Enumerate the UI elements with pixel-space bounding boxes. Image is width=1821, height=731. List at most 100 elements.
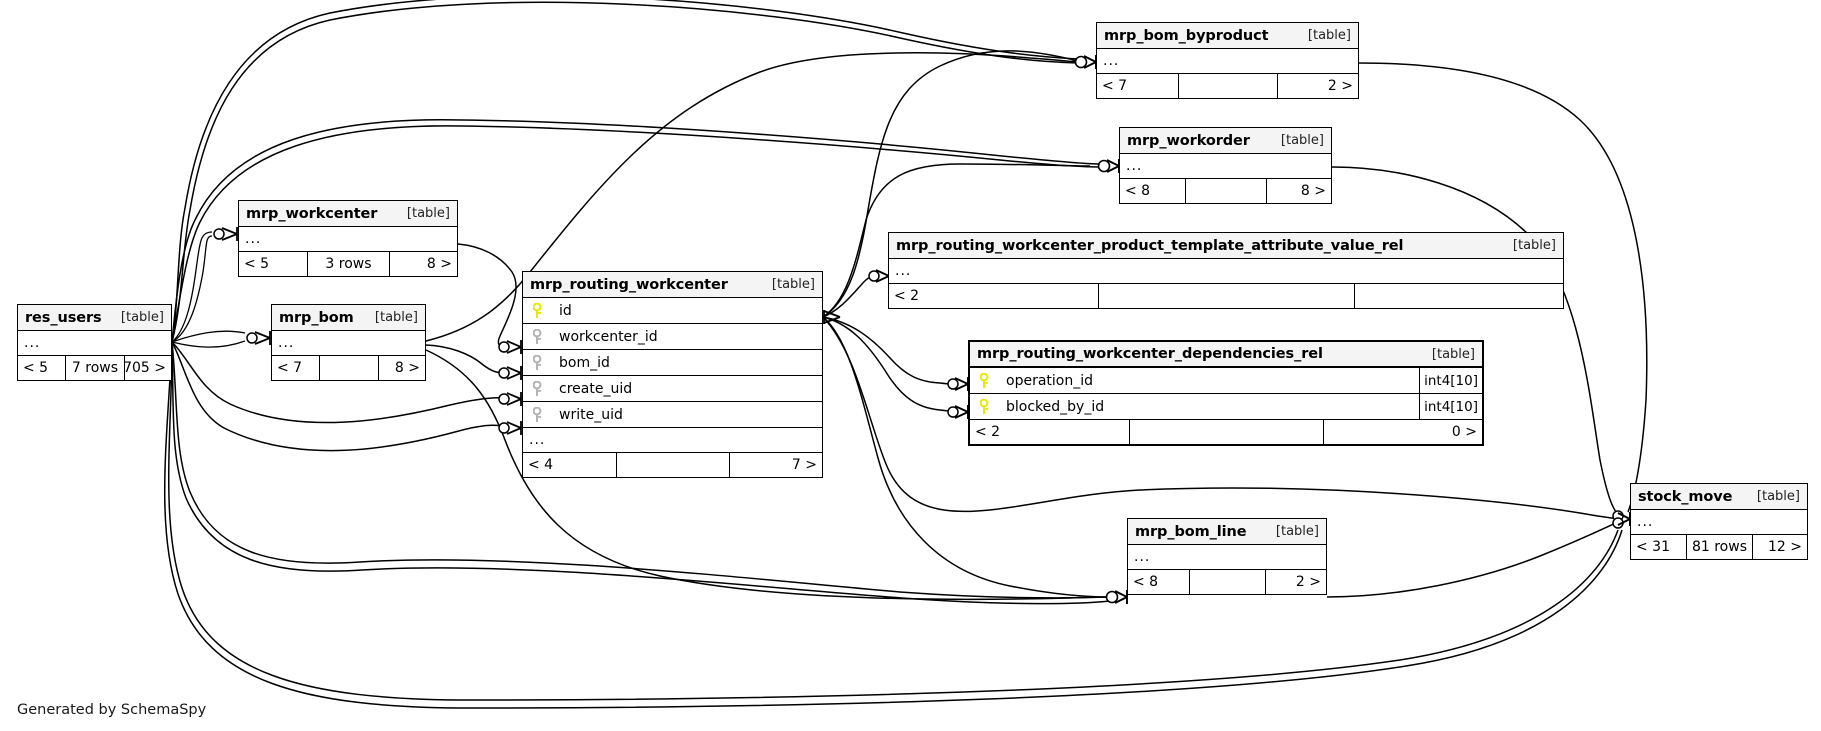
footer-right[interactable]: 8 > (1265, 179, 1331, 203)
more-columns-ellipsis: ... (889, 259, 1563, 284)
table-header: stock_move [table] (1631, 484, 1807, 510)
table-column-row[interactable]: bom_id (523, 350, 822, 376)
footer-right[interactable] (1354, 284, 1563, 308)
more-columns-ellipsis: ... (18, 331, 171, 356)
footer-left[interactable]: < 7 (1102, 78, 1128, 94)
footer-middle (1185, 179, 1265, 203)
footer-right[interactable]: 8 > (389, 252, 457, 276)
primary-key-icon (970, 398, 1000, 415)
table-column-row[interactable]: create_uid (523, 376, 822, 402)
column-name: blocked_by_id (1006, 398, 1105, 415)
footer-middle (1177, 74, 1277, 98)
more-columns-ellipsis: ... (1097, 49, 1358, 74)
footer-right[interactable]: 0 > (1323, 420, 1482, 444)
more-columns-ellipsis: ... (1631, 510, 1807, 535)
more-columns-ellipsis: ... (272, 331, 425, 356)
table-column-row[interactable]: operation_id int4[10] (970, 368, 1482, 394)
footer-right[interactable]: 2 > (1264, 570, 1326, 594)
column-name: create_uid (559, 380, 633, 397)
table-header: mrp_routing_workcenter_dependencies_rel[… (970, 342, 1482, 368)
column-name: workcenter_id (559, 328, 658, 345)
footer-right[interactable]: 705 > (123, 356, 171, 380)
footer-left[interactable]: < 31 (1636, 539, 1670, 555)
column-name: operation_id (1006, 372, 1093, 389)
table-type-tag: [table] (1275, 524, 1319, 539)
foreign-key-icon (523, 406, 553, 423)
foreign-key-icon (523, 354, 553, 371)
more-columns-ellipsis: ... (523, 428, 822, 453)
table-footer: < 2 (889, 284, 1563, 308)
table-header: mrp_workorder [table] (1120, 128, 1331, 154)
column-type: int4[10] (1419, 368, 1482, 393)
table-name: mrp_routing_workcenter (530, 276, 728, 293)
table-name: mrp_workorder (1127, 132, 1250, 149)
table-column-row[interactable]: write_uid (523, 402, 822, 428)
column-name: id (559, 302, 572, 319)
footer-left[interactable]: < 5 (244, 256, 270, 272)
table-type-tag: [table] (1280, 133, 1324, 148)
table-column-row[interactable]: workcenter_id (523, 324, 822, 350)
table-node-mrp_bom[interactable]: mrp_bom [table]... < 7 8 > (271, 304, 426, 381)
table-type-tag: [table] (374, 310, 418, 325)
table-column-row[interactable]: id (523, 298, 822, 324)
table-type-tag: [table] (1431, 346, 1475, 362)
table-header: mrp_bom [table] (272, 305, 425, 331)
credit-label: Generated by SchemaSpy (17, 702, 207, 718)
table-footer: < 8 2 > (1128, 570, 1326, 594)
table-name: stock_move (1638, 488, 1733, 505)
more-columns-ellipsis: ... (239, 227, 457, 252)
table-header: mrp_routing_workcenter_product_template_… (889, 233, 1563, 259)
primary-key-icon (523, 302, 553, 319)
footer-middle (1097, 284, 1354, 308)
column-name: bom_id (559, 354, 610, 371)
table-node-mrp_bom_byproduct[interactable]: mrp_bom_byproduct [table]... < 7 2 > (1096, 22, 1359, 99)
table-node-mrp_routing_workcenter[interactable]: mrp_routing_workcenter [table] id workcente… (522, 271, 823, 478)
more-columns-ellipsis: ... (1128, 545, 1326, 570)
column-name: write_uid (559, 406, 623, 423)
table-type-tag: [table] (120, 310, 164, 325)
table-name: mrp_routing_workcenter_product_template_… (896, 237, 1404, 254)
footer-left[interactable]: < 7 (277, 360, 303, 376)
footer-left[interactable]: < 4 (528, 457, 554, 473)
footer-left[interactable]: < 5 (23, 360, 49, 376)
primary-key-icon (970, 372, 1000, 389)
table-footer: < 2 0 > (970, 420, 1482, 444)
table-type-tag: [table] (1307, 28, 1351, 43)
table-header: mrp_routing_workcenter [table] (523, 272, 822, 298)
table-type-tag: [table] (771, 277, 815, 292)
footer-left[interactable]: < 2 (975, 424, 1001, 440)
foreign-key-icon (523, 328, 553, 345)
footer-middle: 7 rows (65, 356, 123, 380)
footer-middle (1189, 570, 1264, 594)
footer-left[interactable]: < 8 (1133, 574, 1159, 590)
column-type: int4[10] (1419, 394, 1482, 419)
table-name: mrp_bom_byproduct (1104, 27, 1269, 44)
table-header: res_users [table] (18, 305, 171, 331)
table-node-mrp_routing_workcenter_dependencies_rel[interactable]: mrp_routing_workcenter_dependencies_rel[… (968, 340, 1484, 446)
table-type-tag: [table] (1756, 489, 1800, 504)
table-header: mrp_workcenter[table] (239, 201, 457, 227)
footer-right[interactable]: 8 > (377, 356, 425, 380)
footer-right[interactable]: 7 > (729, 453, 822, 477)
footer-middle: 3 rows (306, 252, 390, 276)
footer-right[interactable]: 12 > (1752, 535, 1807, 559)
table-name: mrp_bom (279, 309, 354, 326)
table-node-mrp_routing_workcenter_product_template_attribute_value_rel[interactable]: mrp_routing_workcenter_product_template_… (888, 232, 1564, 309)
footer-middle (319, 356, 377, 380)
table-name: mrp_bom_line (1135, 523, 1247, 540)
table-node-mrp_bom_line[interactable]: mrp_bom_line [table]... < 8 2 > (1127, 518, 1327, 595)
footer-left[interactable]: < 8 (1125, 183, 1151, 199)
table-name: res_users (25, 309, 102, 326)
footer-right[interactable]: 2 > (1277, 74, 1358, 98)
table-column-row[interactable]: blocked_by_id int4[10] (970, 394, 1482, 420)
footer-middle (615, 453, 730, 477)
footer-left[interactable]: < 2 (894, 288, 920, 304)
